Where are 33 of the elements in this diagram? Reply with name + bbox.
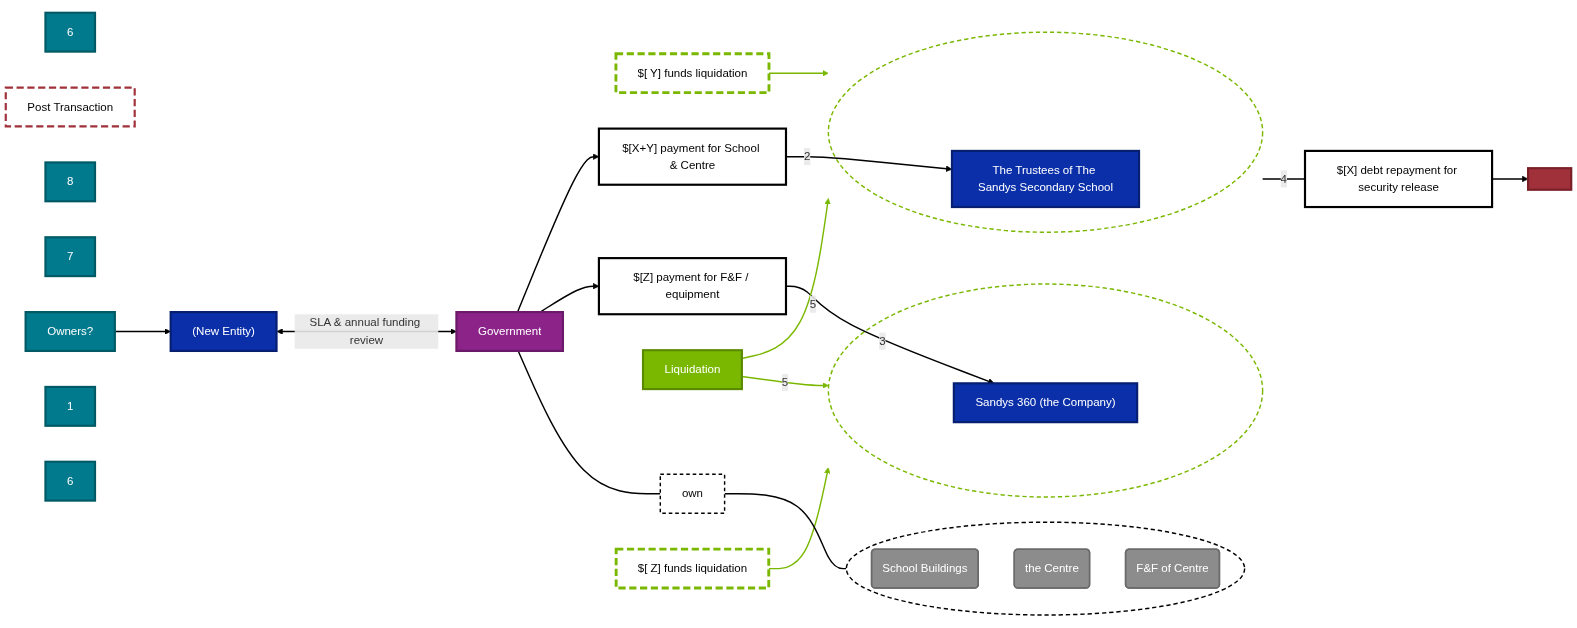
node-box: $[X+Y] payment for School & Centre xyxy=(597,127,788,186)
edge-label: 4 xyxy=(1280,172,1288,185)
node-box: $[ Z] funds liquidation xyxy=(614,547,771,590)
node-box: 1 xyxy=(44,385,97,427)
cluster xyxy=(827,283,1264,498)
arrow xyxy=(741,375,829,389)
arrow xyxy=(741,198,831,360)
cluster xyxy=(845,521,1246,616)
arrow xyxy=(768,70,829,77)
node-box: Post Transaction xyxy=(4,86,136,128)
node-box: Sandys 360 (the Company) xyxy=(952,382,1139,424)
node-box: 6 xyxy=(44,11,97,53)
edge-label: 2 xyxy=(803,150,811,163)
edge-label: 5 xyxy=(781,376,789,389)
edge-label: 3 xyxy=(879,334,886,347)
node-box: $[Z] payment for F&F / equipment xyxy=(597,257,788,316)
node-box: Government xyxy=(455,311,565,353)
node-box: $[X] debt repayment for security release xyxy=(1303,149,1494,209)
node-box: $[ Y] funds liquidation xyxy=(614,52,771,95)
cluster xyxy=(827,31,1264,234)
edge-label: SLA & annual funding review xyxy=(309,316,421,347)
node-box: 7 xyxy=(44,236,97,278)
arrow xyxy=(768,467,831,570)
node-box: 8 xyxy=(44,161,97,203)
node-box: own xyxy=(659,473,726,514)
node-box: The Trustees of The Sandys Secondary School xyxy=(950,149,1141,209)
node-box: (New Entity) xyxy=(169,311,278,353)
node-box: 6 xyxy=(44,460,97,502)
node-box: Owners? xyxy=(24,311,116,353)
arrow xyxy=(114,328,171,335)
node-box xyxy=(1527,167,1573,191)
node-box: Liquidation xyxy=(641,349,743,391)
edge-label: 5 xyxy=(809,297,817,311)
